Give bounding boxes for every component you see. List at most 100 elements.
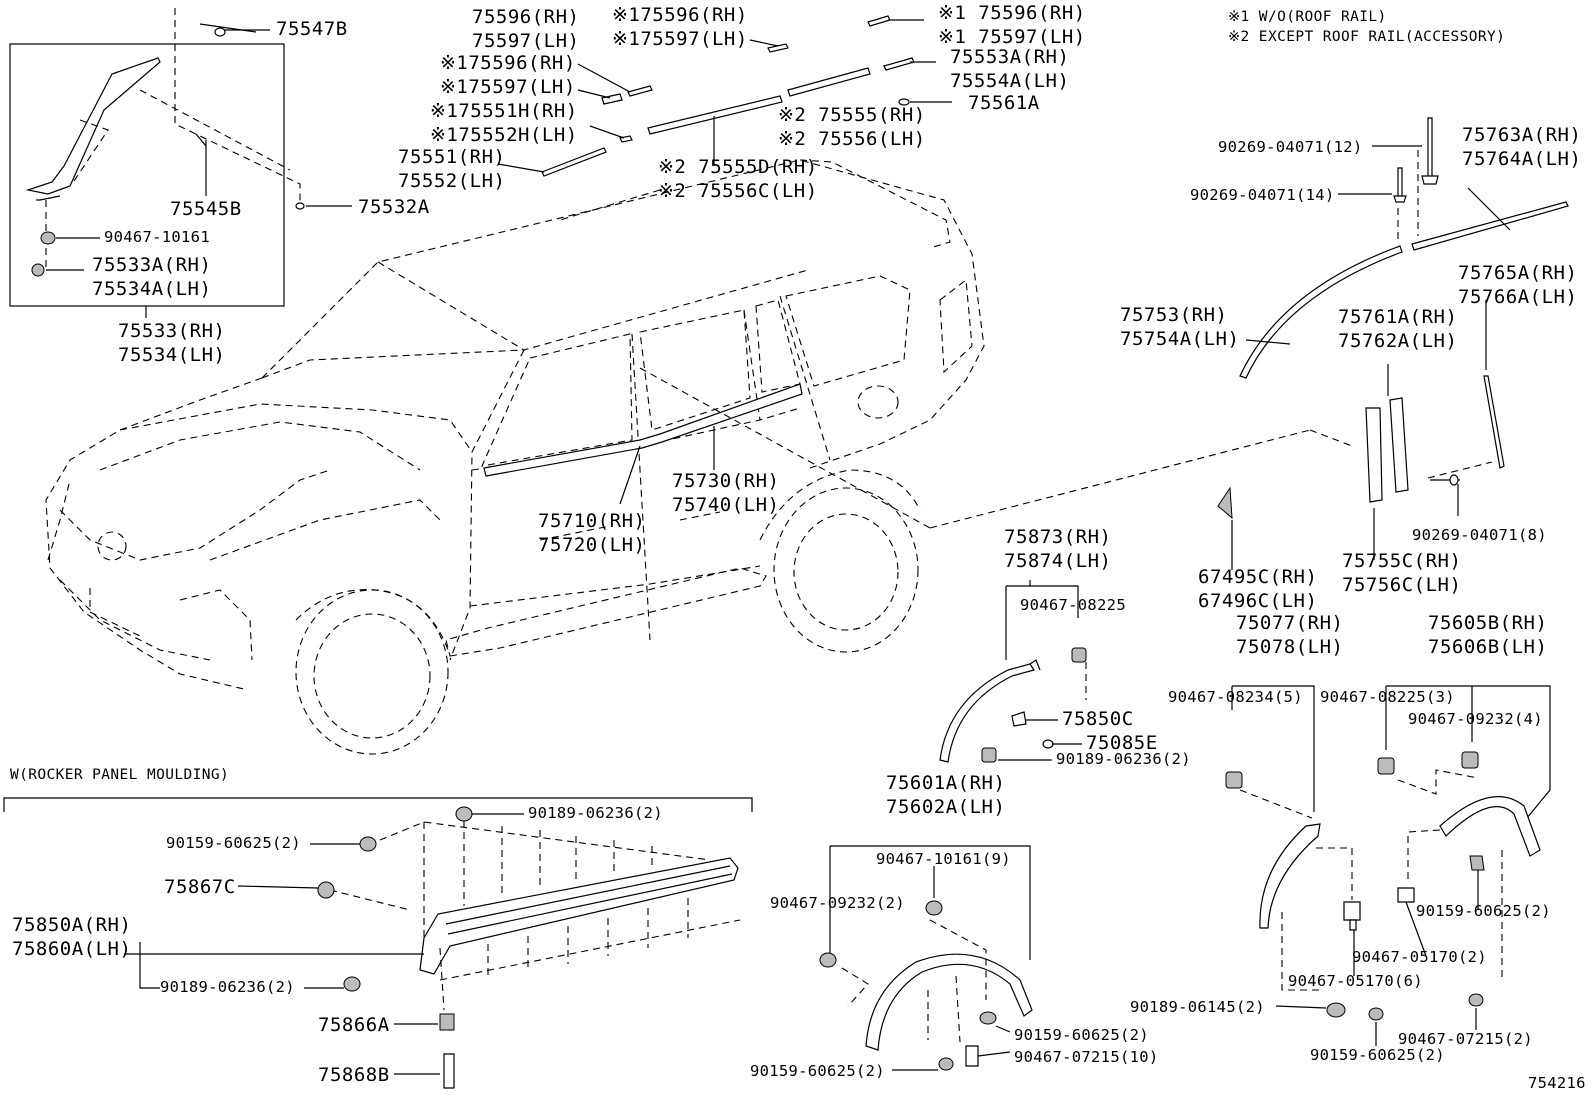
part-label[interactable]: 90467-05170(6)	[1288, 972, 1423, 990]
part-label[interactable]: 75077(RH)	[1236, 612, 1344, 634]
part-label[interactable]: 75085E	[1086, 732, 1158, 754]
rocker-panel-moulding-part	[419, 857, 739, 975]
part-label[interactable]: 75561A	[968, 92, 1040, 114]
part-label[interactable]: ※175597(LH)	[440, 76, 576, 98]
part-label[interactable]: 90467-08234(5)	[1168, 688, 1303, 706]
part-label[interactable]: 90159-60625(2)	[1416, 902, 1551, 920]
part-label[interactable]: 75766A(LH)	[1458, 286, 1578, 308]
rocker-section-bracket	[3, 797, 753, 812]
part-label[interactable]: 67496C(LH)	[1198, 590, 1318, 612]
part-label[interactable]: 75720(LH)	[538, 534, 646, 556]
part-label[interactable]: 90269-04071(14)	[1190, 186, 1335, 204]
part-label[interactable]: ※2 75555D(RH)	[658, 156, 818, 178]
clip-icon	[31, 263, 45, 277]
part-label[interactable]: 75597(LH)	[472, 30, 580, 52]
part-label[interactable]: 90189-06145(2)	[1130, 998, 1265, 1016]
vehicle-outline	[45, 159, 985, 755]
pillar-garnish-part	[1365, 407, 1383, 503]
triangle-garnish-part	[1217, 486, 1233, 520]
figure-number: 754216	[1528, 1074, 1586, 1092]
part-label[interactable]: 75868B	[318, 1064, 390, 1086]
part-label[interactable]: 75730(RH)	[672, 470, 780, 492]
part-label[interactable]: ※175597(LH)	[612, 28, 748, 50]
part-label[interactable]: 90269-04071(8)	[1412, 526, 1547, 544]
part-label[interactable]: 75601A(RH)	[886, 772, 1006, 794]
part-label[interactable]: 75754A(LH)	[1120, 328, 1240, 350]
part-label[interactable]: ※175596(RH)	[612, 4, 748, 26]
rear-arch-moulding-part	[1439, 796, 1541, 857]
pillar-moulding-part	[25, 57, 161, 195]
part-label[interactable]: 75534(LH)	[118, 344, 226, 366]
rocker-garnish-part	[939, 663, 1035, 763]
part-label[interactable]: 75552(LH)	[398, 170, 506, 192]
part-label[interactable]: ※175551H(RH)	[430, 100, 578, 122]
part-label[interactable]: ※2 75556C(LH)	[658, 180, 818, 202]
part-label[interactable]: 75596(RH)	[472, 6, 580, 28]
part-label[interactable]: 75860A(LH)	[12, 938, 132, 960]
part-label[interactable]: ※175552H(LH)	[430, 124, 578, 146]
clip-icon	[40, 231, 56, 245]
part-label[interactable]: ※2 75555(RH)	[778, 104, 926, 126]
part-label[interactable]: 75545B	[170, 198, 242, 220]
part-label[interactable]: ※1 75597(LH)	[938, 26, 1086, 48]
part-label[interactable]: 75553A(RH)	[950, 46, 1070, 68]
part-label[interactable]: 75606B(LH)	[1428, 636, 1548, 658]
part-label[interactable]: 90159-60625(2)	[750, 1062, 885, 1080]
part-label[interactable]: 90467-10161(9)	[876, 850, 1011, 868]
part-label[interactable]: 75850C	[1062, 708, 1134, 730]
part-label[interactable]: 90159-60625(2)	[1014, 1026, 1149, 1044]
part-label[interactable]: ※2 75556(LH)	[778, 128, 926, 150]
part-label[interactable]: 90467-08225(3)	[1320, 688, 1455, 706]
part-label[interactable]: 90467-08225	[1020, 596, 1126, 614]
part-label[interactable]: 90189-06236(2)	[1056, 750, 1191, 768]
part-label[interactable]: ※1 75596(RH)	[938, 2, 1086, 24]
part-label[interactable]: 75867C	[164, 876, 236, 898]
part-label[interactable]: 90467-10161	[104, 228, 210, 246]
note-1: ※1 W/O(ROOF RAIL)	[1228, 9, 1387, 25]
part-label[interactable]: 90189-06236(2)	[528, 804, 663, 822]
part-label[interactable]: 75078(LH)	[1236, 636, 1344, 658]
part-label[interactable]: 90159-60625(2)	[166, 834, 301, 852]
part-label[interactable]: 75547B	[276, 18, 348, 40]
part-label[interactable]: ※175596(RH)	[440, 52, 576, 74]
part-label[interactable]: 90159-60625(2)	[1310, 1046, 1445, 1064]
part-label[interactable]: 75762A(LH)	[1338, 330, 1458, 352]
part-label[interactable]: 90467-09232(2)	[770, 894, 905, 912]
part-label[interactable]: 90467-09232(4)	[1408, 710, 1543, 728]
part-label[interactable]: 75533A(RH)	[92, 254, 212, 276]
part-label[interactable]: 75532A	[358, 196, 430, 218]
part-label[interactable]: 90467-05170(2)	[1352, 948, 1487, 966]
part-label[interactable]: 75534A(LH)	[92, 278, 212, 300]
part-label[interactable]: 75551(RH)	[398, 146, 506, 168]
part-label[interactable]: 75761A(RH)	[1338, 306, 1458, 328]
wheel-arch-moulding-part	[1259, 823, 1321, 929]
part-label[interactable]: 75873(RH)	[1004, 526, 1112, 548]
part-label[interactable]: 75710(RH)	[538, 510, 646, 532]
part-label[interactable]: 75602A(LH)	[886, 796, 1006, 818]
part-label[interactable]: 75554A(LH)	[950, 70, 1070, 92]
part-label[interactable]: 75756C(LH)	[1342, 574, 1462, 596]
inset-box	[9, 43, 285, 307]
roof-drip-moulding-part	[1239, 245, 1403, 379]
part-label[interactable]: 90189-06236(2)	[160, 978, 295, 996]
note-2: ※2 EXCEPT ROOF RAIL(ACCESSORY)	[1228, 29, 1506, 45]
part-label[interactable]: 75740(LH)	[672, 494, 780, 516]
rocker-section-title: W(ROCKER PANEL MOULDING)	[10, 767, 230, 783]
part-label[interactable]: 75866A	[318, 1014, 390, 1036]
part-label[interactable]: 90467-07215(10)	[1014, 1048, 1159, 1066]
part-label[interactable]: 75605B(RH)	[1428, 612, 1548, 634]
part-label[interactable]: 75874(LH)	[1004, 550, 1112, 572]
part-label[interactable]: 90269-04071(12)	[1218, 138, 1363, 156]
part-label[interactable]: 75765A(RH)	[1458, 262, 1578, 284]
part-label[interactable]: 90467-07215(2)	[1398, 1030, 1533, 1048]
part-label[interactable]: 75763A(RH)	[1462, 124, 1582, 146]
part-label[interactable]: 75533(RH)	[118, 320, 226, 342]
part-label[interactable]: 67495C(RH)	[1198, 566, 1318, 588]
part-label[interactable]: 75755C(RH)	[1342, 550, 1462, 572]
part-label[interactable]: 75850A(RH)	[12, 914, 132, 936]
part-label[interactable]: 75764A(LH)	[1462, 148, 1582, 170]
front-arch-moulding-part	[865, 953, 1033, 1051]
part-label[interactable]: 75753(RH)	[1120, 304, 1228, 326]
